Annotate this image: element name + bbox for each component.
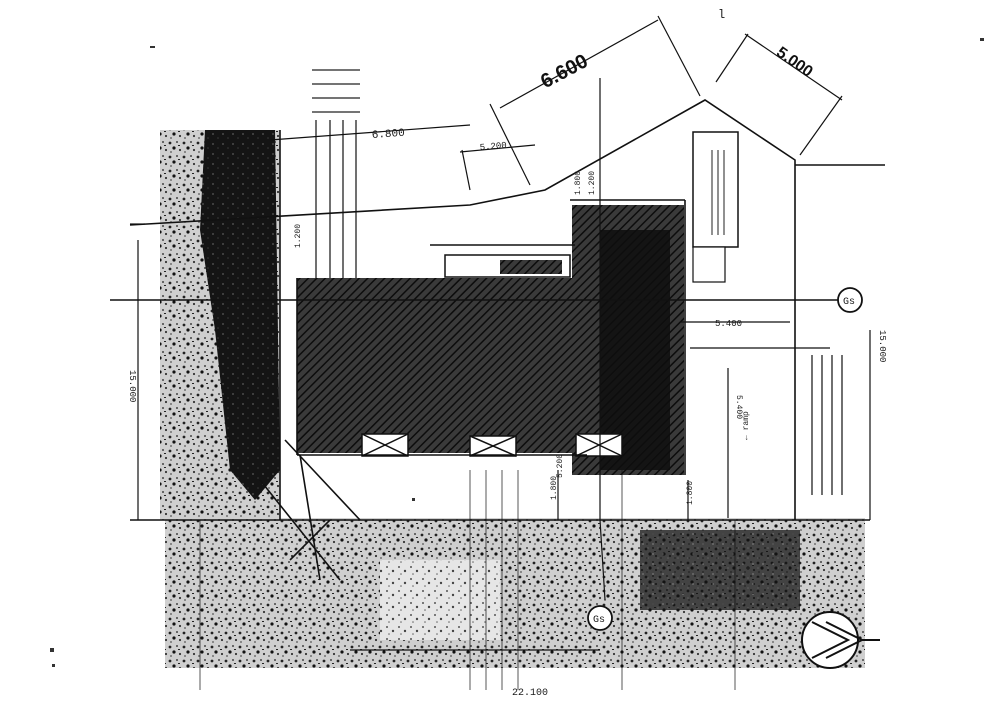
- annex-lower-box: [692, 246, 726, 283]
- dim-small-left: 1.200: [294, 224, 303, 248]
- ramp-note: ← ramp: [742, 411, 751, 440]
- annex-box: [692, 131, 739, 248]
- left-dark-mass: [200, 130, 280, 500]
- dim-top-right: 5.000: [773, 44, 816, 81]
- dim-lower-c: 1.800: [686, 481, 695, 505]
- building-main-hatched: [297, 278, 587, 453]
- dim-small-mid: 1.800: [574, 171, 583, 195]
- top-left-note-strokes: [312, 69, 360, 113]
- dim-upper-left-run: 6.800: [371, 128, 405, 142]
- dim-lower-b: 1.800: [550, 476, 559, 500]
- right-note-strokes: [811, 355, 843, 495]
- top-tick-label: l: [718, 8, 725, 22]
- dim-left-vertical: 15.000: [127, 370, 137, 402]
- dim-lower-a: 5.200: [556, 454, 565, 478]
- dimension-lines: [130, 15, 871, 651]
- dim-upper-small: 5.200: [479, 141, 507, 153]
- svg-text:Gs: Gs: [843, 297, 855, 308]
- bottom-grid-marker: Gs: [587, 605, 613, 631]
- dim-bottom-total: 22.100: [512, 688, 548, 699]
- scan-specks: [50, 38, 984, 667]
- bottom-right-dark-patch: [640, 530, 800, 610]
- entry-ramp: [259, 439, 361, 581]
- right-grid-marker: Gs: [837, 287, 863, 313]
- dim-small-top: 1.200: [588, 171, 597, 195]
- dim-top-diagonal: 6.600: [537, 50, 592, 93]
- site-outline: [110, 99, 885, 521]
- terrace-hatch: [500, 260, 562, 274]
- wing-dark-core: [600, 230, 670, 470]
- svg-text:Gs: Gs: [593, 615, 605, 626]
- bottom-light-patch: [380, 560, 500, 640]
- lower-grid-lines: [199, 470, 736, 690]
- dim-right-vertical: 15.000: [877, 330, 887, 362]
- north-arrow-icon: [801, 611, 880, 669]
- dim-inner-vertical: 5.400: [734, 395, 743, 419]
- dim-interior-right: 5.400: [715, 319, 742, 329]
- annex-note-strokes: [711, 150, 725, 235]
- window-boxes: [361, 433, 623, 457]
